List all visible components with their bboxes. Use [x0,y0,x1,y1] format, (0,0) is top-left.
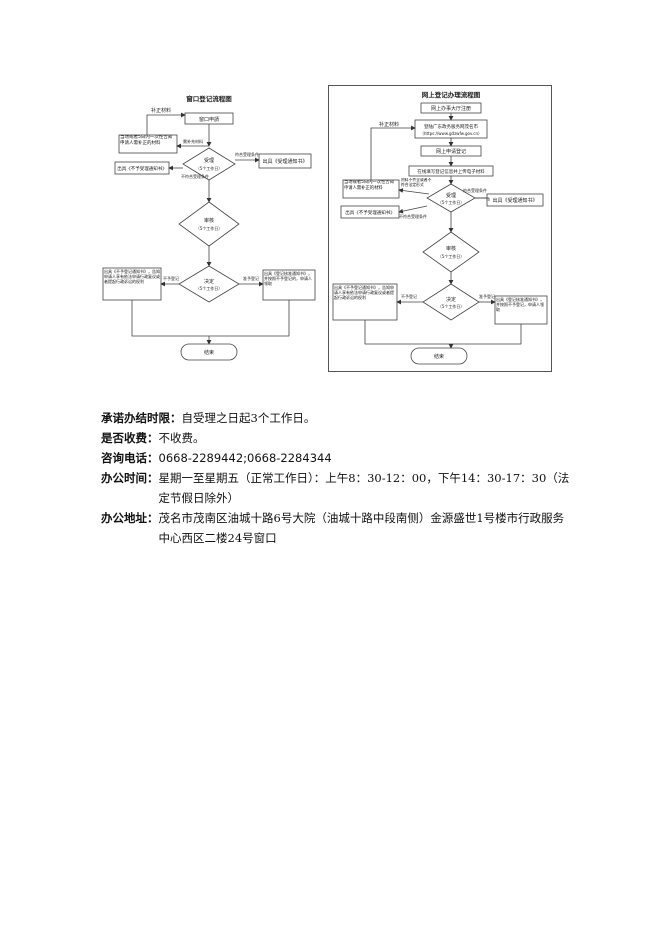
review-days: （5个工作日） [196,165,223,171]
r-deny-text: 出具《不予登记通知书》，告知申请人享有依法申请行政复议或者提起行政诉讼的权利 [334,285,394,300]
r-notice-text: 当场或者5日内一次性告知申请人需补正的材料 [344,180,394,191]
notice-text: 当场或者5日内一次性告知申请人需补正的材料 [120,135,173,146]
r-step3-text: 网上申请登记 [436,148,466,155]
fee-value: 不收费。 [158,431,205,445]
reject-text: 出具《不予受理通知书》 [117,165,167,172]
r-check-diamond [422,231,480,273]
r-supp-text: 补正材料 [379,121,399,128]
window-registration-flowchart: 窗口登记流程图 窗口申請 补正材料 当场或者5日内一次性告知申请人需补正的材料 … [101,88,323,370]
reject-label: 不符合受理条件 [181,173,209,179]
check-text: 审核 [204,217,214,224]
r-decide-text: 决定 [446,296,456,303]
r-step1-text: 网上办事大厅注册 [431,105,471,112]
supp-text: 补正材料 [151,107,171,114]
r-decide-days: （5个工作日） [438,303,465,309]
r-accept-text: 出具《受理通知书》 [492,197,537,204]
check-diamond [178,201,240,247]
hours-label: 办公时间： [101,471,159,485]
r-check-text: 审核 [446,245,456,252]
fee-label: 是否收费： [101,431,159,445]
online-flowchart-svg: 网上登记办理流程图 网上办事大厅注册 登陆广东政务服务网茂名市 （https:/… [332,90,548,365]
decide-diamond [178,265,240,303]
phone-row: 咨询电话： 0668-2289442;0668-2284344 [101,448,571,468]
r-reject-text: 出具《不予受理通知书》 [345,209,395,216]
deadline-label: 承诺办结时限： [101,411,182,425]
phone-label: 咨询电话： [101,451,159,465]
r-step2b-text: （https://www.gdzwfw.gov.cn） [420,131,482,136]
r-end-terminal [410,347,468,365]
address-label: 办公地址： [101,511,159,525]
deny-label: 不予登记 [163,275,179,281]
supp-loop-line [146,112,186,128]
r-notify-label: 材料不齐全或者不符合法定形式 [401,178,432,187]
end-terminal [180,343,238,361]
hours-row: 办公时间： 星期一至星期五（正常工作日）：上午8：30-12：00，下午14：3… [101,468,571,508]
r-step4-text: 在线填写登记信息并上传电子材料 [417,168,485,175]
decide-days: （5个工作日） [196,285,223,291]
apply-text: 窗口申請 [199,116,219,123]
deny-text: 出具《不予登记通知书》，告知申请人享有依法申请行政复议或者提起行政诉讼的权利 [104,269,160,284]
accept-label: 符合受理条件 [235,151,259,157]
grant-label: 准予登记 [243,275,259,281]
grant-text: 出具《登记核准通知书》，并按照不予登记的，申请人领取 [264,271,312,286]
hours-value: 星期一至星期五（正常工作日）：上午8：30-12：00，下午14：30-17：3… [158,471,570,505]
fee-row: 是否收费： 不收费。 [101,428,571,448]
r-accept-box [486,193,544,207]
reject-box [114,161,170,175]
r-end-text: 结束 [434,353,444,360]
notify-label: 需补充材料 [183,138,203,144]
right-chart-title: 网上登记办理流程图 [422,90,481,99]
r-review-text: 受理 [446,192,456,199]
phone-value: 0668-2289442;0668-2284344 [158,451,332,465]
r-reject-box [340,205,400,219]
accept-box [258,153,312,169]
r-step2-text: 登陆广东政务服务网茂名市 [424,123,478,130]
left-chart-title: 窗口登记流程图 [186,94,232,103]
service-info: 承诺办结时限： 自受理之日起3个工作日。 是否收费： 不收费。 咨询电话： 06… [101,408,571,548]
accept-text: 出具《受理通知书》 [262,158,307,165]
r-review-days: （5个工作日） [438,199,465,205]
address-value: 茂名市茂南区油城十路6号大院（油城十路中段南侧）金源盛世1号楼市行政服务中心西区… [158,511,565,545]
r-reject-label: 不符合受理条件 [399,213,427,219]
check-days: （5个工作日） [196,225,223,231]
r-grant-label: 准予登记 [479,293,495,299]
r-check-days: （5个工作日） [438,253,465,259]
deadline-row: 承诺办结时限： 自受理之日起3个工作日。 [101,408,571,428]
window-flowchart-svg: 窗口登记流程图 窗口申請 补正材料 当场或者5日内一次性告知申请人需补正的材料 … [102,94,316,361]
address-row: 办公地址： 茂名市茂南区油城十路6号大院（油城十路中段南侧）金源盛世1号楼市行政… [101,508,571,548]
deadline-value: 自受理之日起3个工作日。 [181,411,316,425]
end-text: 结束 [204,349,214,356]
decide-text: 决定 [204,278,214,285]
review-text: 受理 [204,157,214,164]
r-grant-text: 出具《登记核准通知书》，并按照不予登记，申请人领取 [496,297,544,312]
r-accept-label: 符合受理条件 [463,187,487,193]
r-deny-label: 不予登记 [401,293,417,299]
r-decide-diamond [422,283,480,321]
online-registration-flowchart: 网上登记办理流程图 网上办事大厅注册 登陆广东政务服务网茂名市 （https:/… [328,85,552,372]
